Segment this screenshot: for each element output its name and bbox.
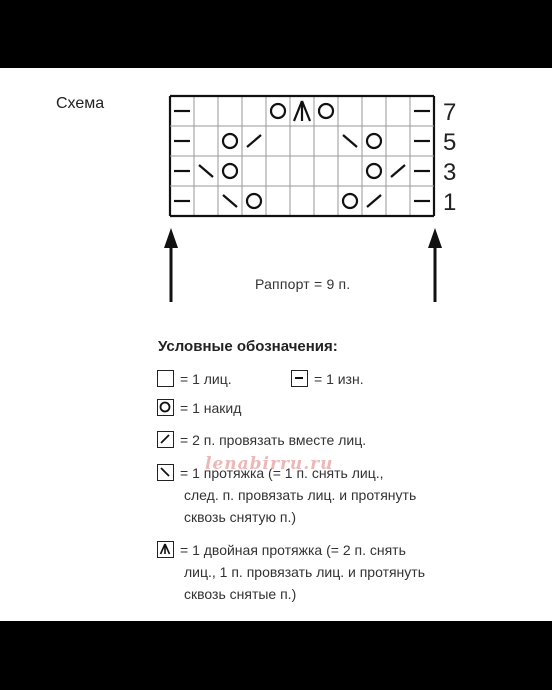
left-arrow-head: [164, 228, 178, 248]
knit-symbol-icon: [157, 370, 174, 387]
legend-ssk-line1: = 1 протяжка (= 1 п. снять лиц.,: [180, 465, 384, 481]
legend-knit: = 1 лиц.: [157, 368, 232, 390]
purl-symbol-icon: [291, 370, 308, 387]
diagram-title: Схема: [56, 95, 105, 112]
ssk-symbol-icon: [157, 464, 174, 481]
k2tog-mark: [246, 134, 262, 148]
yarn-over-mark: [341, 192, 359, 210]
double-decrease-symbol-icon: [157, 541, 174, 558]
repeat-caption: Раппорт = 9 п.: [255, 276, 351, 292]
legend-k2tog-text: = 2 п. провязать вместе лиц.: [180, 432, 367, 448]
k2tog-symbol-icon: [157, 431, 174, 448]
legend-double-decrease: = 1 двойная протяжка (= 2 п. снять лиц.,…: [157, 539, 425, 605]
legend-ssk-line3: сквозь снятую п.): [184, 509, 297, 525]
ssk-mark: [342, 134, 358, 148]
chart-symbols: [174, 100, 430, 210]
k2tog-mark: [366, 194, 382, 208]
row-number-label: 3: [443, 159, 456, 186]
legend-purl-text: = 1 изн.: [314, 371, 364, 387]
row-number-label: 1: [443, 189, 456, 216]
dbl-right-leg: [300, 100, 312, 122]
legend-dbl-line1: = 1 двойная протяжка (= 2 п. снять: [180, 542, 406, 558]
yarn-over-mark: [245, 192, 263, 210]
row-number-label: 7: [443, 99, 456, 126]
yarn-over-mark: [269, 102, 287, 120]
yarn-over-mark: [365, 162, 383, 180]
ssk-mark: [198, 164, 214, 178]
double-decrease-mark: [292, 100, 312, 122]
legend-dbl-line3: сквозь снятые п.): [184, 586, 297, 602]
yarn-over-symbol-icon: [157, 399, 174, 416]
watermark: lenabirru.ru: [205, 454, 334, 474]
yarn-over-mark: [221, 132, 239, 150]
dbl-left-leg: [292, 100, 304, 122]
row-number-label: 5: [443, 129, 456, 156]
legend-purl: = 1 изн.: [291, 368, 364, 390]
pattern-sheet: Схема 7 5 3 1 Раппорт = 9 п. Условные обозн…: [0, 68, 552, 621]
legend-title: Условные обозначения:: [158, 338, 338, 355]
yarn-over-mark: [365, 132, 383, 150]
legend-yo-text: = 1 накид: [180, 400, 242, 416]
legend-dbl-line2: лиц., 1 п. провязать лиц. и протянуть: [184, 564, 425, 580]
chart-grid: [168, 94, 436, 218]
legend-ssk-line2: след. п. провязать лиц. и протянуть: [184, 487, 417, 503]
legend-knit-text: = 1 лиц.: [180, 371, 232, 387]
legend-yo: = 1 накид: [157, 397, 241, 419]
row-labels: 7 5 3 1: [443, 99, 456, 216]
ssk-mark: [222, 194, 238, 208]
legend-ssk: = 1 протяжка (= 1 п. снять лиц., след. п…: [157, 462, 416, 528]
knitting-chart: 7 5 3 1: [164, 94, 456, 302]
k2tog-mark: [390, 164, 406, 178]
right-arrow-head: [428, 228, 442, 248]
yarn-over-mark: [317, 102, 335, 120]
legend-k2tog: = 2 п. провязать вместе лиц.: [157, 429, 366, 451]
repeat-arrows: [164, 228, 442, 302]
yarn-over-mark: [221, 162, 239, 180]
